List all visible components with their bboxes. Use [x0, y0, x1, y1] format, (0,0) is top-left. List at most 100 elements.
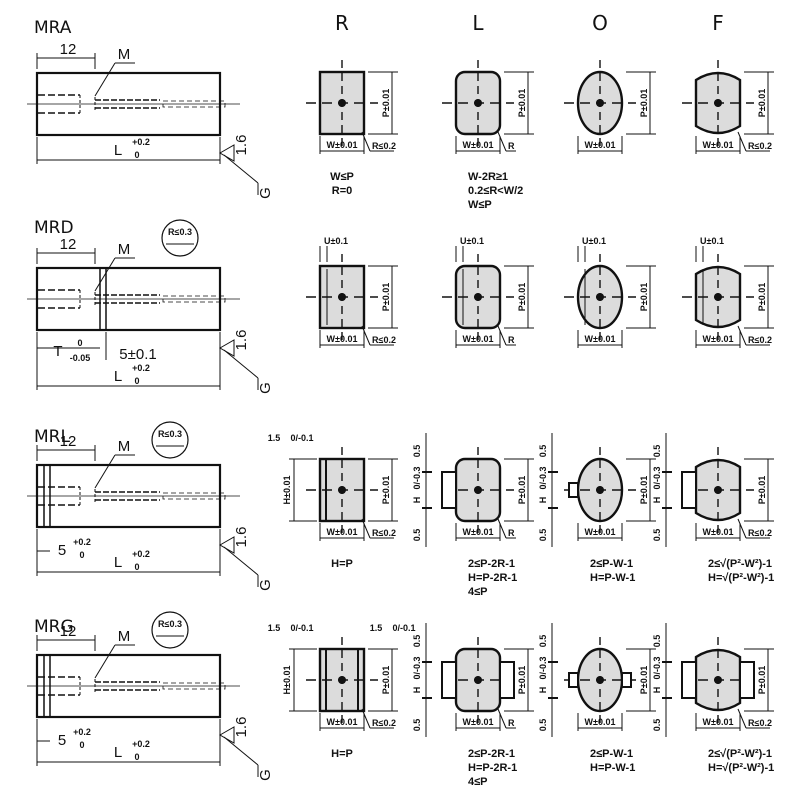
roughness-symbol	[218, 144, 235, 162]
key-h-dim: H	[538, 497, 548, 504]
column-header-l: L	[472, 11, 484, 35]
key-h-tol: 0/-0.3	[652, 466, 662, 489]
condition-note: H=√(P²-W²)-1	[708, 572, 774, 584]
condition-note: H=P-W-1	[590, 762, 635, 774]
gap-dim-bottom: 0.5	[652, 719, 662, 732]
length-dim: L	[114, 368, 122, 385]
width-dim: W±0.01	[585, 527, 616, 537]
width-dim: W±0.01	[463, 334, 494, 344]
condition-note: R=0	[332, 185, 353, 197]
thread-label: M	[118, 46, 131, 63]
corner-radius-label: R≤0.2	[748, 718, 772, 728]
width-dim: W±0.01	[703, 527, 734, 537]
key-h-dim: H	[652, 687, 662, 694]
detail-flag-label: R≤0.3	[168, 227, 192, 237]
detail-flag-label: R≤0.3	[158, 429, 182, 439]
key-h-tol: 0/-0.3	[412, 466, 422, 489]
key-width-dim: 1.5	[370, 623, 383, 633]
grind-label: G	[257, 579, 274, 591]
length-tol-upper: +0.2	[132, 549, 150, 559]
step-dim: 5±0.1	[119, 346, 156, 363]
gap-dim-top: 0.5	[538, 635, 548, 648]
roughness-symbol	[218, 536, 235, 554]
key-width-dim: 1.5	[268, 623, 281, 633]
condition-note: 4≤P	[468, 776, 488, 788]
width-dim: W±0.01	[463, 140, 494, 150]
key-dim: 5	[58, 542, 66, 559]
undercut-dim: U±0.1	[582, 236, 606, 246]
corner-radius-label: R≤0.2	[372, 141, 396, 151]
roughness-leader	[223, 736, 259, 766]
corner-radius-label: R≤0.2	[372, 718, 396, 728]
key-tol-upper: +0.2	[73, 537, 91, 547]
condition-note: W≤P	[468, 199, 492, 211]
column-header-r: R	[335, 11, 349, 35]
leader-line	[94, 257, 116, 292]
corner-radius-label: R≤0.2	[372, 335, 396, 345]
condition-note: H=P-2R-1	[468, 572, 517, 584]
pitch-dim: P±0.01	[381, 666, 391, 694]
width-dim: W±0.01	[463, 527, 494, 537]
leader-line	[737, 325, 747, 346]
undercut-dim: U±0.1	[324, 236, 348, 246]
key-h-dim: H	[538, 687, 548, 694]
center-dot	[714, 293, 722, 301]
length-tol-lower: 0	[134, 752, 139, 762]
thread-label: M	[118, 628, 131, 645]
key-h-dim: H	[412, 687, 422, 694]
key-flat	[568, 482, 579, 498]
grind-label: G	[257, 187, 274, 199]
roughness-symbol	[218, 339, 235, 357]
width-dim: W±0.01	[703, 140, 734, 150]
width-dim: W±0.01	[327, 334, 358, 344]
center-dot	[338, 293, 346, 301]
gap-dim-bottom: 0.5	[412, 529, 422, 542]
key-h-tol: 0/-0.3	[412, 656, 422, 679]
width-dim: W±0.01	[327, 527, 358, 537]
key-tol-upper: +0.2	[73, 727, 91, 737]
condition-note: 2≤P-2R-1	[468, 558, 515, 570]
pitch-dim: P±0.01	[639, 476, 649, 504]
dim-12: 12	[60, 623, 77, 640]
series-label: MRA	[34, 18, 72, 38]
undercut-dim: U±0.1	[460, 236, 484, 246]
key-width-tol: 0/-0.1	[392, 623, 415, 633]
leader-line	[94, 62, 116, 97]
center-dot	[714, 99, 722, 107]
length-tol-lower: 0	[134, 150, 139, 160]
grind-label: G	[257, 769, 274, 781]
key-width-tol: 0/-0.1	[290, 433, 313, 443]
column-header-f: F	[712, 11, 724, 35]
gap-dim-bottom: 0.5	[652, 529, 662, 542]
key-flat	[441, 471, 457, 509]
key-flat	[568, 672, 579, 688]
condition-note: H=P	[331, 558, 353, 570]
column-header-o: O	[592, 11, 608, 35]
pitch-dim: P±0.01	[381, 476, 391, 504]
length-dim: L	[114, 744, 122, 761]
width-dim: W±0.01	[703, 717, 734, 727]
roughness-symbol	[218, 726, 235, 744]
undercut-dim: U±0.1	[700, 236, 724, 246]
thread-label: M	[118, 438, 131, 455]
t-tol-lower: -0.05	[70, 353, 91, 363]
detail-flag	[161, 219, 199, 257]
center-dot	[714, 676, 722, 684]
length-tol-lower: 0	[134, 376, 139, 386]
width-dim: W±0.01	[585, 717, 616, 727]
center-dot	[474, 676, 482, 684]
pitch-dim: P±0.01	[517, 476, 527, 504]
key-height-dim: H±0.01	[282, 666, 292, 695]
corner-radius-label: R≤0.2	[748, 141, 772, 151]
key-width-dim: 1.5	[268, 433, 281, 443]
key-h-tol: 0/-0.3	[538, 466, 548, 489]
corner-radius-label: R≤0.2	[372, 528, 396, 538]
width-dim: W±0.01	[585, 334, 616, 344]
pitch-dim: P±0.01	[639, 666, 649, 694]
center-dot	[596, 99, 604, 107]
width-dim: W±0.01	[327, 140, 358, 150]
corner-radius-label: R	[508, 335, 515, 345]
width-dim: W±0.01	[327, 717, 358, 727]
length-tol-upper: +0.2	[132, 739, 150, 749]
center-dot	[474, 293, 482, 301]
